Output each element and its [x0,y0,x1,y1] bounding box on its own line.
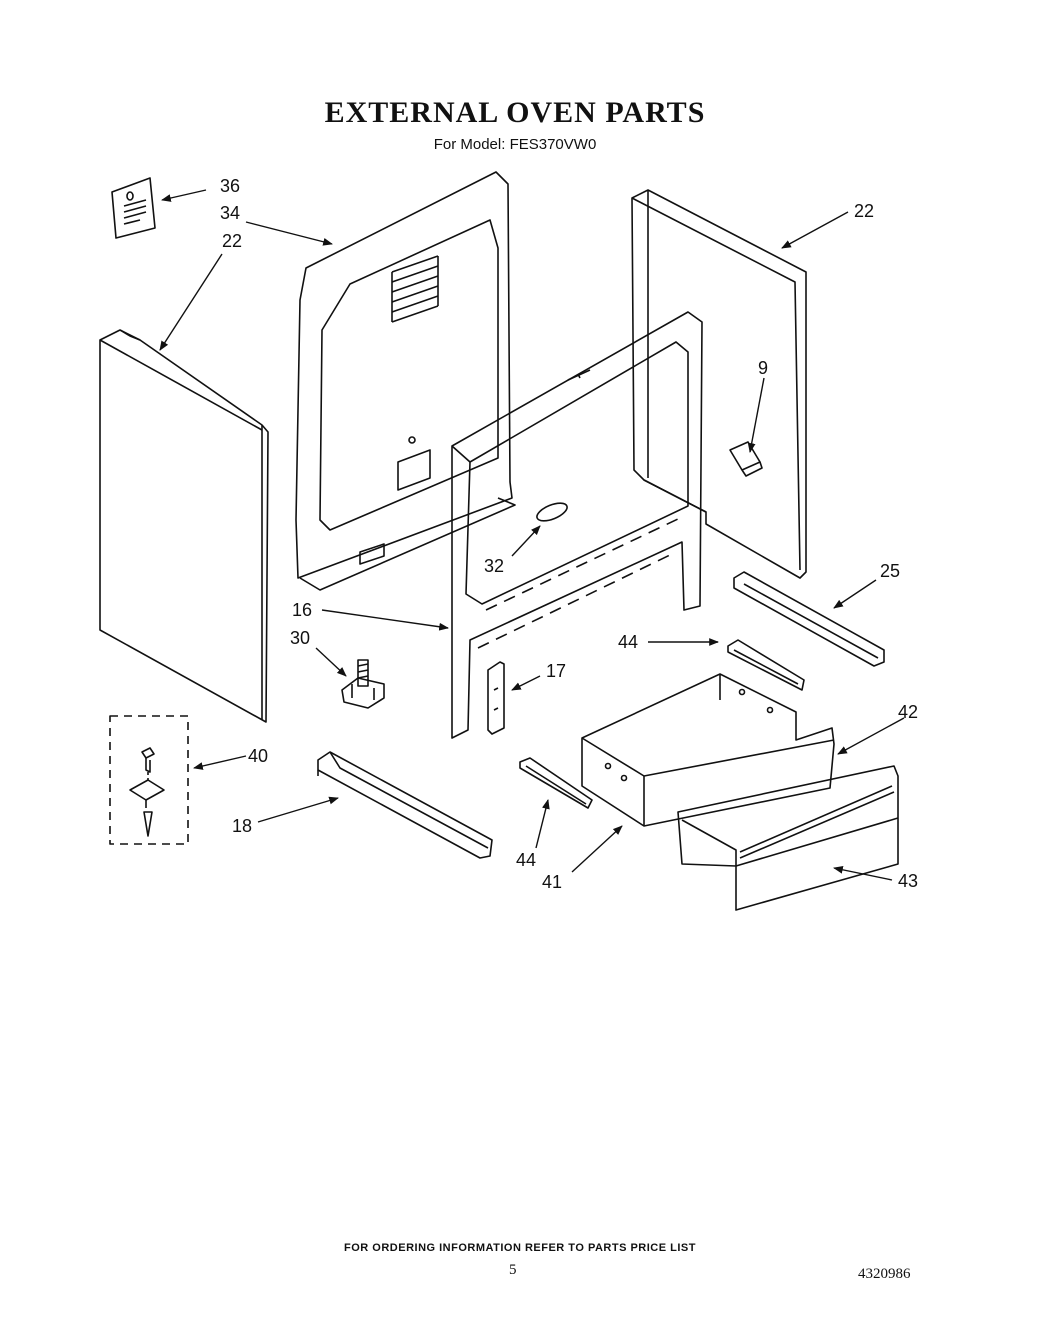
callout-16: 16 [292,600,312,620]
callout-36: 36 [220,176,240,196]
model-number: FES370VW0 [509,136,597,153]
model-line: For Model: FES370VW0 [0,136,1030,153]
callout-17: 17 [546,661,566,681]
callout-32: 32 [484,556,504,576]
page-number: 5 [509,1262,517,1278]
part-30-leveling-leg [341,659,385,709]
part-16-front-frame [451,311,703,739]
part-41-drawer-body [581,673,835,827]
part-17-bracket [487,661,505,735]
callout-9: 9 [758,358,768,378]
part-40-anti-tip-kit [109,715,189,845]
part-32-grommet [536,502,568,522]
part-9-clip [729,441,763,477]
callout-22-left: 22 [222,231,242,251]
part-36-label-tag [111,177,156,239]
callout-44-upper: 44 [618,632,638,652]
part-44-lower-slide-rail [519,757,593,809]
part-18-toe-kick [317,751,493,859]
part-44-upper-slide-rail [727,639,805,691]
callout-18: 18 [232,816,252,836]
callout-22-right: 22 [854,201,874,221]
part-25-rail [733,571,885,667]
callout-43: 43 [898,871,918,891]
ordering-note: FOR ORDERING INFORMATION REFER TO PARTS … [344,1242,696,1254]
callout-44-lower: 44 [516,850,536,870]
callout-25: 25 [880,561,900,581]
callout-42: 42 [898,702,918,722]
callout-34: 34 [220,203,240,223]
leader-lines [159,189,905,881]
part-22-left-side-panel [99,329,269,723]
document-number: 4320986 [858,1266,911,1282]
diagram-title: EXTERNAL OVEN PARTS [324,96,706,129]
callout-30: 30 [290,628,310,648]
model-label: For Model: [433,136,506,153]
callout-40: 40 [248,746,268,766]
callout-41: 41 [542,872,562,892]
part-43-drawer-front [677,765,899,911]
part-34-rear-panel [295,171,516,591]
